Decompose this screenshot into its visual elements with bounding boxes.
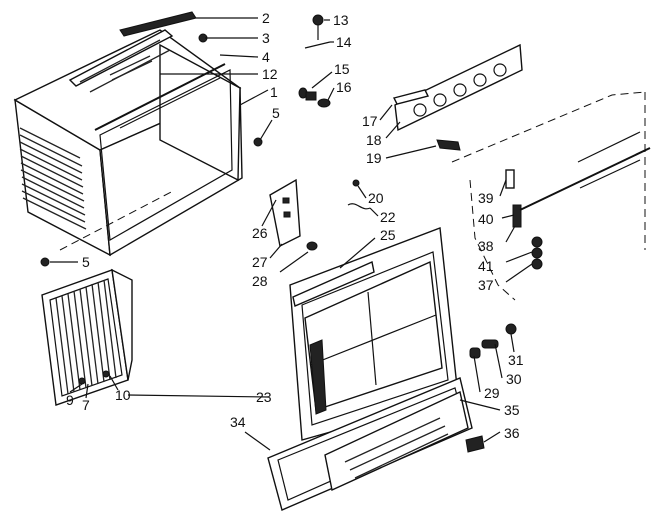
callout-30: 30 bbox=[506, 371, 522, 387]
callout-12: 12 bbox=[262, 66, 278, 82]
callout-2: 2 bbox=[262, 10, 270, 26]
callout-39: 39 bbox=[478, 190, 494, 206]
callout-26: 26 bbox=[252, 225, 268, 241]
callout-7: 7 bbox=[82, 397, 90, 413]
callout-17: 17 bbox=[362, 113, 378, 129]
callout-36: 36 bbox=[504, 425, 520, 441]
front-grille-part bbox=[267, 377, 485, 511]
callout-19: 19 bbox=[366, 150, 382, 166]
control-hardware bbox=[469, 131, 651, 359]
mounting-bracket-part bbox=[269, 178, 318, 251]
callout-labels: 2 3 4 12 1 5 13 14 15 16 17 18 19 20 22 … bbox=[66, 10, 524, 441]
callout-27: 27 bbox=[252, 254, 268, 270]
callout-40: 40 bbox=[478, 211, 494, 227]
small-hardware bbox=[40, 14, 371, 267]
callout-13: 13 bbox=[333, 12, 349, 28]
callout-23: 23 bbox=[256, 389, 272, 405]
callout-15: 15 bbox=[334, 61, 350, 77]
callout-9: 9 bbox=[66, 392, 74, 408]
callout-5a: 5 bbox=[272, 105, 280, 121]
housing-outline bbox=[59, 91, 646, 301]
callout-1: 1 bbox=[270, 84, 278, 100]
vent-shutter-part bbox=[392, 43, 523, 151]
callout-41: 41 bbox=[478, 258, 494, 274]
callout-25: 25 bbox=[380, 227, 396, 243]
callout-37: 37 bbox=[478, 277, 494, 293]
callout-35: 35 bbox=[504, 402, 520, 418]
cabinet-wrapper bbox=[13, 29, 243, 257]
callout-38: 38 bbox=[478, 238, 494, 254]
callout-3: 3 bbox=[262, 30, 270, 46]
callout-16: 16 bbox=[336, 79, 352, 95]
callout-28: 28 bbox=[252, 273, 268, 289]
callout-5b: 5 bbox=[82, 254, 90, 270]
callout-34: 34 bbox=[230, 414, 246, 430]
callout-20: 20 bbox=[368, 190, 384, 206]
callout-29: 29 bbox=[484, 385, 500, 401]
callout-14: 14 bbox=[336, 34, 352, 50]
callout-31: 31 bbox=[508, 352, 524, 368]
callout-10: 10 bbox=[115, 387, 131, 403]
filter-frame-part bbox=[41, 268, 133, 406]
front-panel-part bbox=[289, 227, 459, 441]
leader-lines bbox=[50, 17, 533, 451]
callout-4: 4 bbox=[262, 49, 270, 65]
callout-22: 22 bbox=[380, 209, 396, 225]
callout-18: 18 bbox=[366, 132, 382, 148]
